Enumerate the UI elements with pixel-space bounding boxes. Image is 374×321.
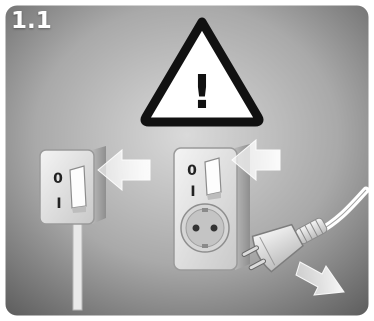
step-number: 1.1: [11, 8, 52, 34]
switch-rocker: [70, 166, 86, 208]
switch-left-on-mark: I: [56, 196, 61, 212]
switch-rocker-right: [205, 158, 221, 195]
switch-right-off-mark: 0: [187, 163, 197, 179]
socket-icon: [181, 204, 229, 252]
warning-exclamation: !: [192, 65, 213, 119]
wall-switch-icon: [40, 150, 94, 224]
switch-left-off-mark: 0: [53, 171, 63, 187]
switch-right-on-mark: I: [190, 184, 195, 200]
